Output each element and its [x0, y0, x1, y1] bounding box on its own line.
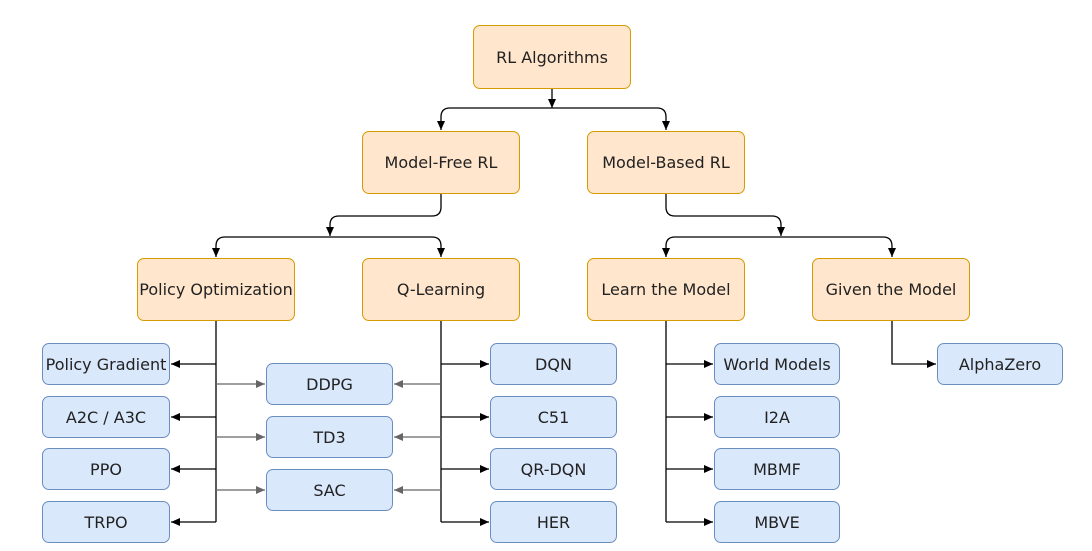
node-q-learning: Q-Learning	[362, 258, 520, 321]
node-given-the-model: Given the Model	[812, 258, 970, 321]
edge-given-model-alphazero	[891, 321, 936, 368]
edge-root-model-based	[552, 107, 670, 130]
node-ppo: PPO	[42, 448, 170, 490]
node-her: HER	[490, 501, 617, 543]
edge-root-model-free	[437, 107, 552, 130]
node-rl-algorithms: RL Algorithms	[473, 25, 631, 89]
edge-mf-q-learning	[330, 236, 445, 257]
node-dqn: DQN	[490, 343, 617, 385]
node-mbve: MBVE	[714, 501, 840, 543]
node-model-based-rl: Model-Based RL	[587, 131, 745, 194]
node-qr-dqn: QR-DQN	[490, 448, 617, 490]
node-mbmf: MBMF	[714, 448, 840, 490]
node-i2a: I2A	[714, 396, 840, 438]
node-td3: TD3	[266, 416, 393, 458]
node-model-free-rl: Model-Free RL	[362, 131, 520, 194]
edge-mb-given-model	[781, 236, 896, 257]
edge-mf-policy-opt	[212, 236, 330, 257]
node-alphazero: AlphaZero	[937, 343, 1063, 385]
node-policy-gradient: Policy Gradient	[42, 343, 170, 385]
node-world-models: World Models	[714, 343, 840, 385]
node-a2c-a3c: A2C / A3C	[42, 396, 170, 438]
node-c51: C51	[490, 396, 617, 438]
node-ddpg: DDPG	[266, 363, 393, 405]
node-policy-optimization: Policy Optimization	[137, 258, 295, 321]
node-sac: SAC	[266, 469, 393, 511]
node-trpo: TRPO	[42, 501, 170, 543]
edge-model-free-split	[326, 194, 442, 236]
edge-model-based-split	[665, 194, 785, 236]
node-learn-the-model: Learn the Model	[587, 258, 745, 321]
edge-mb-learn-model	[662, 236, 781, 257]
